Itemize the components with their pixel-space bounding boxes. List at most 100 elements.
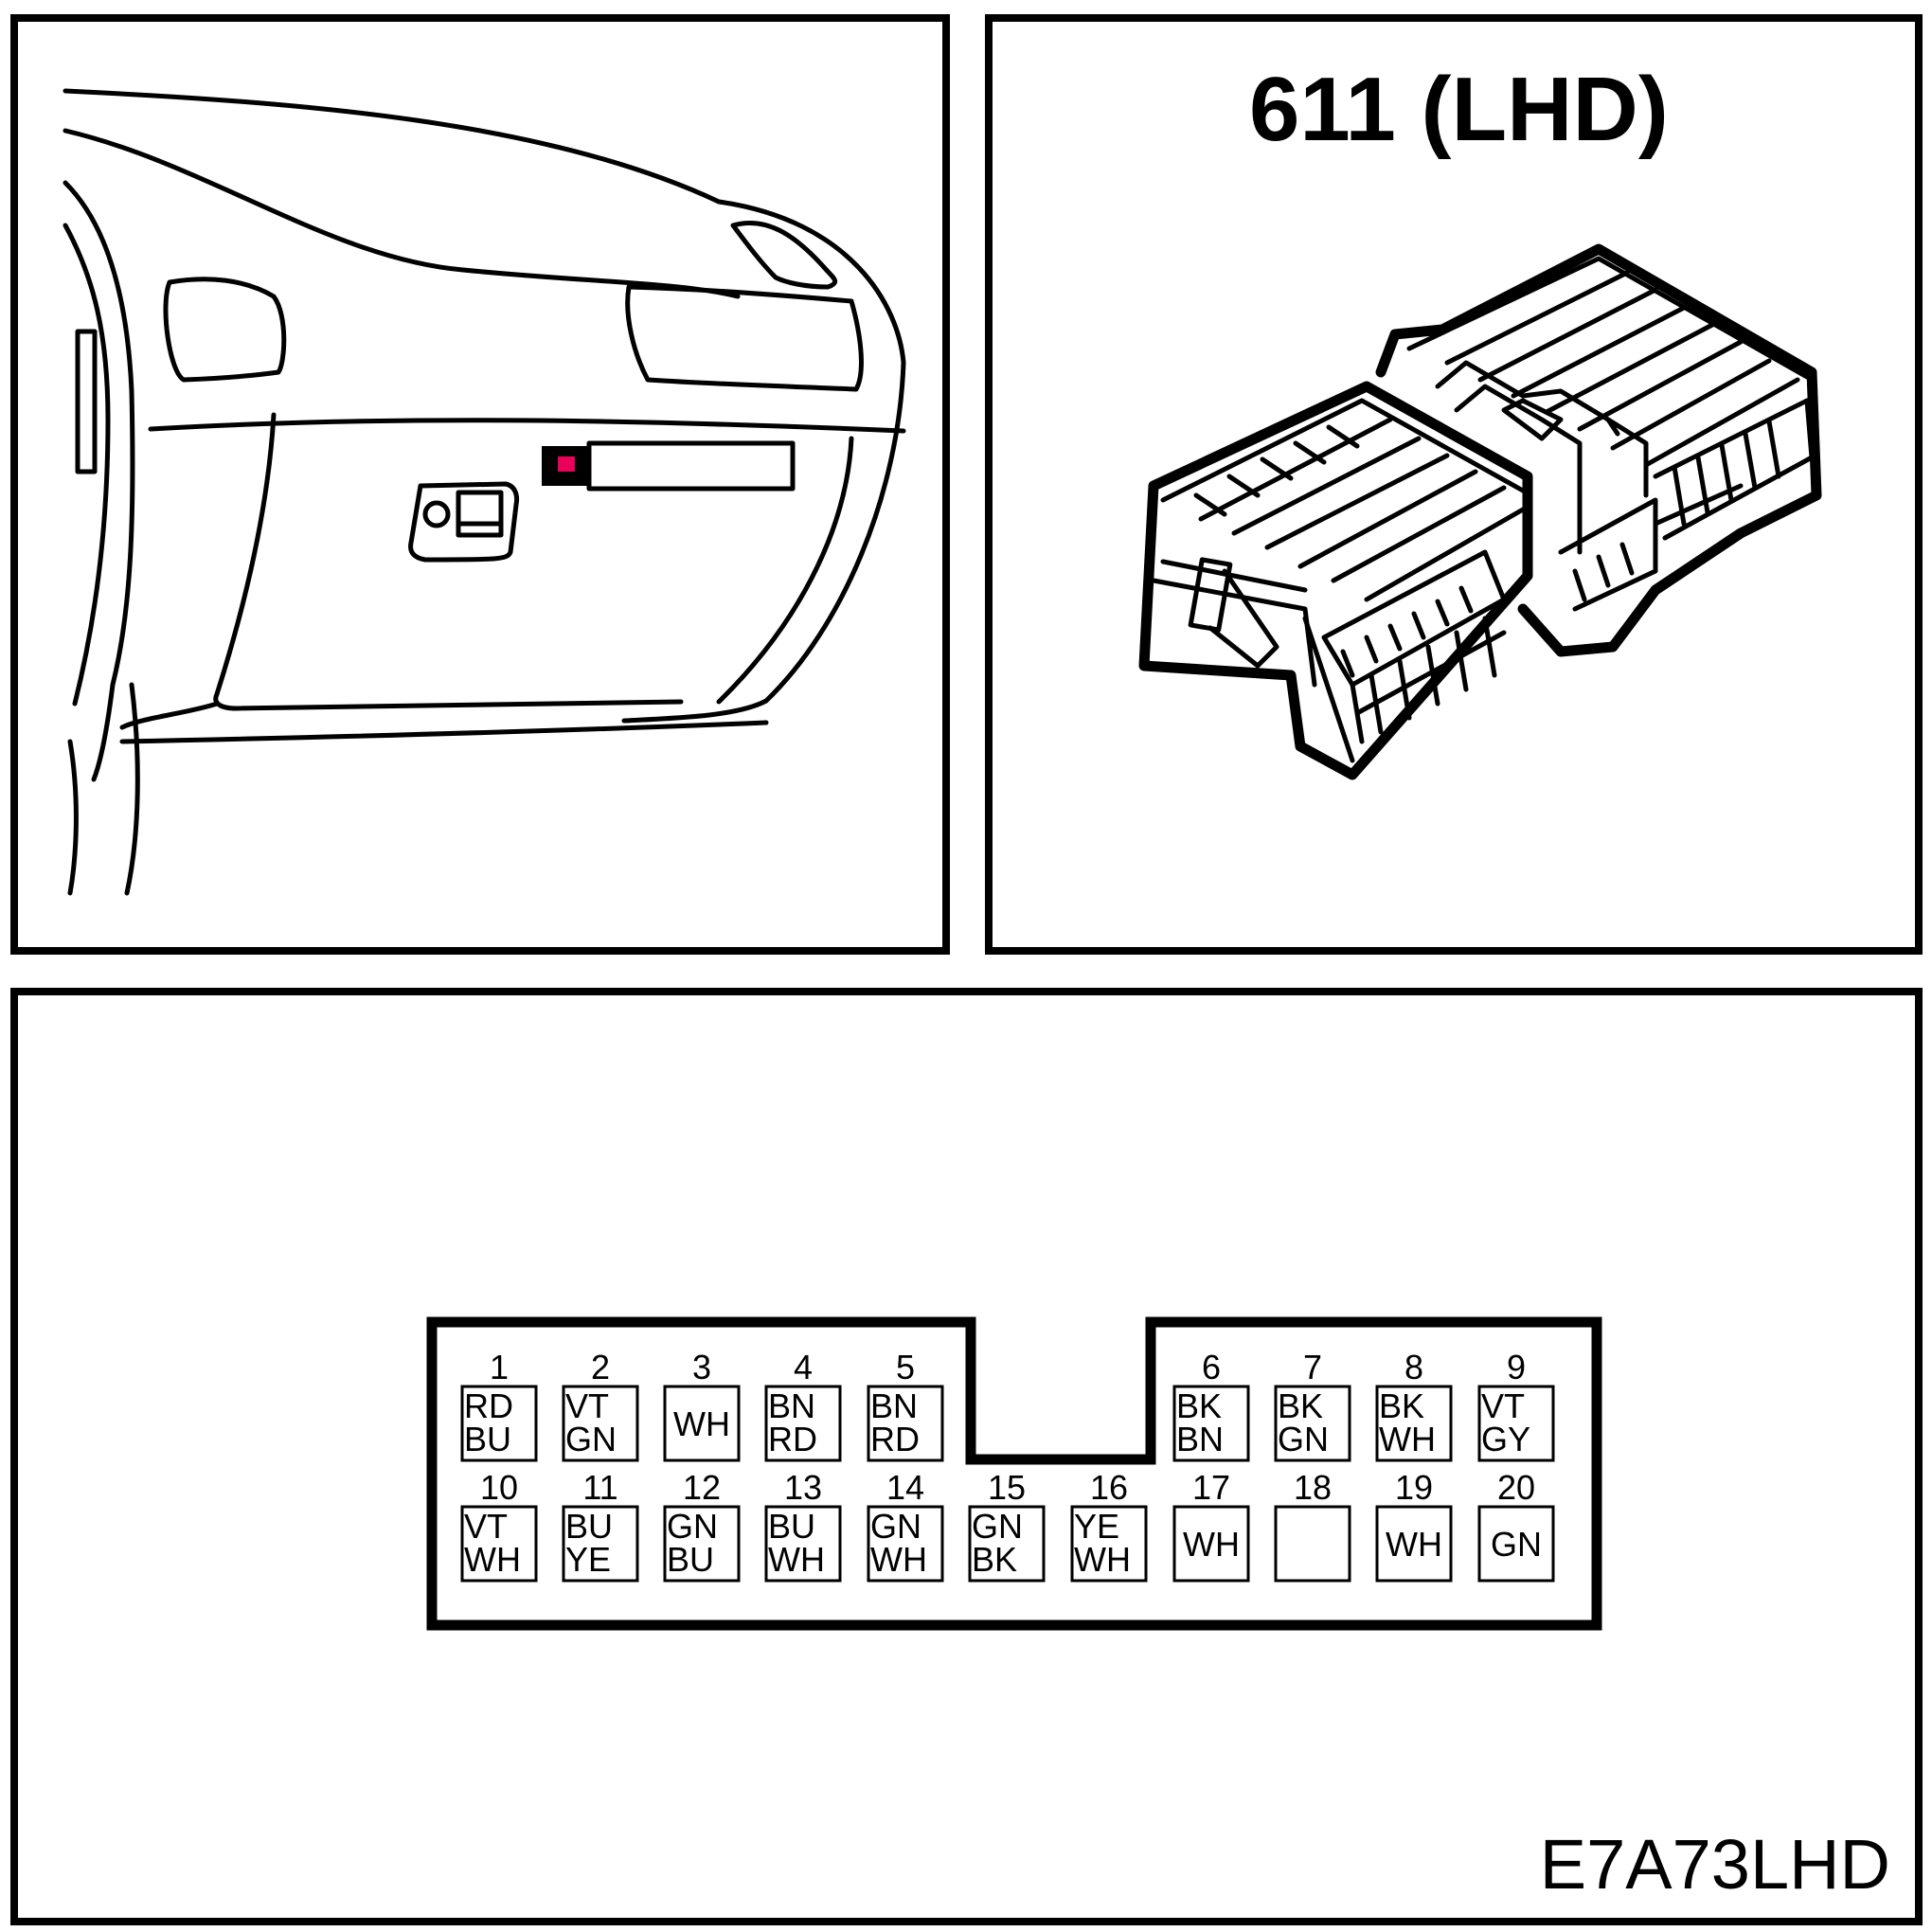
pinout-drawing: 1RDBU2VTGN3WH4BNRD5BNRD6BKBN7BKGN8BKWH9V… <box>426 1316 1602 1631</box>
wire-color-label: WH <box>464 1540 521 1579</box>
pin-number: 2 <box>591 1348 610 1386</box>
pin-number: 18 <box>1294 1468 1332 1507</box>
pin-number: 16 <box>1090 1468 1128 1507</box>
wire-color-label: WH <box>673 1404 730 1443</box>
wire-color-label: WH <box>1183 1525 1240 1564</box>
pin-number: 14 <box>886 1468 924 1507</box>
pin-number: 3 <box>692 1348 711 1386</box>
middle-latch <box>1435 360 1649 555</box>
wire-color-label: GN <box>667 1507 718 1546</box>
pin-cavity <box>968 1505 1046 1583</box>
wire-color-label: YE <box>1074 1507 1119 1546</box>
wire-color-label: WH <box>870 1540 927 1579</box>
side-vent <box>75 329 98 474</box>
pillar-lower-curve <box>67 739 79 896</box>
pin-number: 8 <box>1404 1348 1423 1386</box>
wire-color-label: BN <box>870 1386 918 1425</box>
connector-highlight <box>558 456 575 472</box>
left-block-ribs <box>1160 398 1526 602</box>
pin-number: 5 <box>896 1348 915 1386</box>
connector-drawing <box>1138 243 1822 780</box>
pin-cavity <box>460 1385 538 1462</box>
glovebox-left-edge <box>213 412 684 711</box>
wire-color-label: WH <box>1379 1420 1436 1458</box>
pillar-curve-outer <box>63 180 135 782</box>
pin-cavity <box>1172 1505 1250 1583</box>
wire-color-label: YE <box>565 1540 611 1579</box>
pin-cavity <box>1274 1505 1351 1583</box>
connector-title: 611 (LHD) <box>1249 59 1669 160</box>
right-vent <box>625 284 864 392</box>
pin-number: 9 <box>1507 1348 1526 1386</box>
wire-color-label: BU <box>565 1507 613 1546</box>
pin-cavity <box>1477 1505 1555 1583</box>
wire-color-label: BN <box>1176 1420 1224 1458</box>
location-panel <box>10 14 950 955</box>
pin-cavity <box>663 1505 741 1583</box>
pin-cavity <box>1477 1385 1555 1462</box>
pin-18: 18 <box>1274 1468 1351 1583</box>
pin-cavity <box>1172 1385 1250 1462</box>
pin-cavity <box>764 1505 842 1583</box>
pin-number: 13 <box>784 1468 822 1507</box>
pin-number: 20 <box>1497 1468 1535 1507</box>
wire-color-label: BK <box>1379 1386 1424 1425</box>
wire-color-label: BK <box>1176 1386 1222 1425</box>
pin-cavity <box>460 1505 538 1583</box>
connector-housing-outline <box>426 1316 1602 1631</box>
pin-number: 11 <box>582 1468 617 1507</box>
left-block-outline <box>1138 381 1533 780</box>
pin-cavity <box>764 1385 842 1462</box>
pins-layer: 1RDBU2VTGN3WH4BNRD5BNRD6BKBN7BKGN8BKWH9V… <box>460 1348 1555 1583</box>
wire-color-label: GN <box>1278 1420 1329 1458</box>
pin-number: 6 <box>1202 1348 1221 1386</box>
wire-color-label: BU <box>464 1420 511 1458</box>
right-block-front <box>1558 398 1815 612</box>
wire-color-label: BU <box>667 1540 714 1579</box>
wire-color-label: GN <box>1491 1525 1542 1564</box>
connector-location-bar <box>586 440 796 492</box>
pin-number: 1 <box>490 1348 509 1386</box>
left-block-front <box>1151 549 1507 763</box>
wire-color-label: GY <box>1481 1420 1530 1458</box>
dash-top-edge-upper <box>63 88 722 205</box>
pin-cavity <box>1070 1505 1148 1583</box>
pillar-curve-inner <box>63 223 111 707</box>
pin-cavity <box>1375 1505 1453 1583</box>
wire-color-label: BK <box>972 1540 1017 1579</box>
wire-color-label: WH <box>1074 1540 1131 1579</box>
pin-cavity <box>562 1505 639 1583</box>
dash-bottom-curve <box>119 701 220 730</box>
right-block-outline <box>1375 243 1822 657</box>
pin-number: 10 <box>480 1468 518 1507</box>
connector-panel: 611 (LHD) <box>985 14 1923 955</box>
dash-bottom-line <box>119 720 769 744</box>
dash-switch-knob <box>422 500 451 528</box>
left-vent <box>163 277 287 383</box>
pin-number: 19 <box>1395 1468 1433 1507</box>
wire-color-label: BN <box>768 1386 815 1425</box>
wire-color-label: RD <box>768 1420 817 1458</box>
pin-cavity <box>1375 1385 1453 1462</box>
wire-color-label: BU <box>768 1507 815 1546</box>
dash-mid-line <box>148 418 906 434</box>
wire-color-label: WH <box>768 1540 825 1579</box>
pin-cavity <box>867 1505 944 1583</box>
pin-cavity <box>1274 1385 1351 1462</box>
wire-color-label: BK <box>1278 1386 1323 1425</box>
pin-number: 12 <box>683 1468 721 1507</box>
pin-number: 15 <box>988 1468 1026 1507</box>
